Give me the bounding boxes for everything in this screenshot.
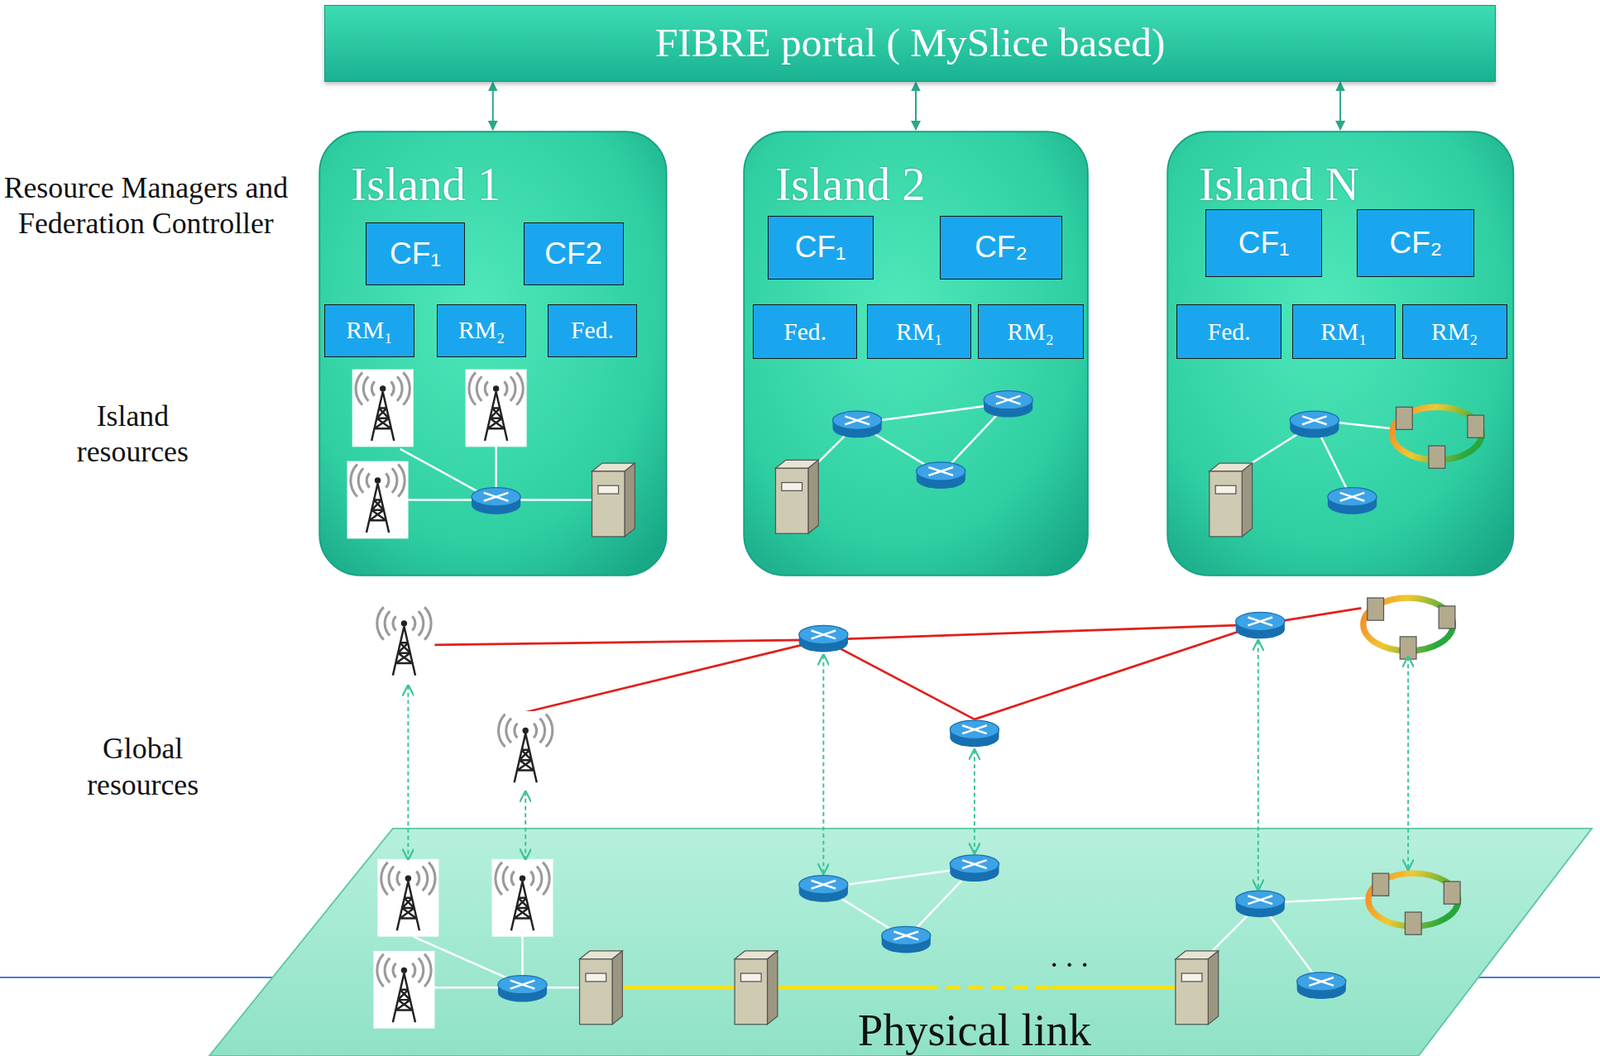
box-label: RM₁ [345, 316, 393, 345]
global-links [433, 608, 1361, 719]
plane-label: Physical link [857, 1003, 1092, 1056]
box-label: CF₁ [389, 237, 441, 272]
box-label: CF2 [544, 237, 603, 272]
component-box: RM₂ [977, 304, 1084, 360]
global-devices [373, 598, 1455, 790]
cf-box: CF2 [523, 222, 624, 286]
box-label: CF₁ [795, 230, 847, 265]
portal-band: FIBRE portal ( MySlice based) [324, 4, 1496, 82]
cf-box: CF₁ [365, 222, 466, 286]
portal-title: FIBRE portal ( MySlice based) [655, 20, 1166, 66]
box-label: RM₂ [1431, 318, 1478, 346]
cf-box: CF₂ [1356, 209, 1475, 278]
portal-link-arrow [1339, 82, 1342, 130]
component-box: RM₁ [1292, 304, 1397, 360]
island-box: Island 2 CF₁ CF₂ Fed. RM₁ RM₂ [742, 130, 1089, 577]
box-label: Fed. [570, 316, 614, 345]
ellipsis-mark: . . . [1049, 938, 1088, 976]
plane-links [413, 867, 1368, 989]
box-label: RM₂ [458, 316, 505, 345]
layer-label: Global resources [56, 731, 230, 804]
component-box: Fed. [1176, 304, 1282, 360]
cf-box: CF₂ [939, 215, 1063, 279]
component-box: RM₂ [1402, 304, 1508, 360]
plane-devices [373, 855, 1461, 1030]
cf-box: CF₁ [767, 215, 874, 279]
box-label: CF₂ [1389, 226, 1443, 261]
box-label: RM₁ [895, 318, 943, 346]
box-label: RM₁ [1320, 318, 1367, 346]
island-box: Island N CF₁ CF₂ Fed. RM₁ RM₂ [1166, 130, 1515, 577]
island-box: Island 1 CF₁ CF2RM₁ RM₂ Fed. [318, 130, 668, 577]
mapping-arrows [407, 641, 1409, 891]
box-label: RM₂ [1007, 318, 1054, 346]
physical-link-line [614, 986, 1176, 991]
portal-link-arrow [492, 82, 494, 130]
box-label: CF₁ [1238, 226, 1290, 261]
layer-label: Island resources [51, 398, 215, 471]
box-label: Fed. [783, 318, 827, 346]
component-box: RM₁ [867, 304, 972, 360]
component-box: RM₂ [436, 304, 527, 358]
layer-label: Resource Managers and Federation Control… [0, 170, 294, 243]
component-box: RM₁ [324, 304, 415, 358]
component-box: Fed. [547, 304, 637, 358]
box-label: CF₂ [974, 230, 1028, 265]
cf-box: CF₁ [1205, 209, 1323, 278]
component-box: Fed. [752, 304, 858, 360]
island-title: Island 1 [350, 158, 501, 211]
island-title: Island 2 [775, 158, 925, 211]
portal-link-arrow [914, 82, 917, 130]
island-title: Island N [1198, 158, 1360, 211]
box-label: Fed. [1207, 318, 1251, 346]
